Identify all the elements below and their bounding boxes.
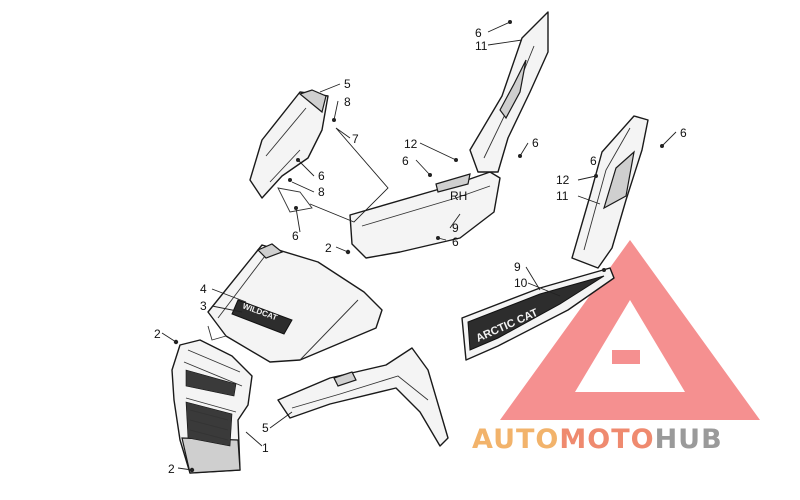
callout-numbers: 1 2 2 2 3 4 5 5 6 6 6 6 6 6 6 6 7 8 8 9 … — [154, 26, 687, 476]
callout-12: 12 — [556, 173, 570, 187]
callout-6: 6 — [680, 126, 687, 140]
callout-11: 11 — [556, 189, 569, 203]
callout-12: 12 — [404, 137, 418, 151]
callout-5: 5 — [344, 77, 351, 91]
fastener-icon — [602, 268, 606, 272]
callout-6: 6 — [452, 235, 459, 249]
callout-9: 9 — [514, 260, 521, 274]
callout-7: 7 — [352, 132, 359, 146]
callout-11: 11 — [475, 39, 488, 53]
callout-2: 2 — [168, 462, 175, 476]
watermark-part-auto: AUTO — [472, 424, 559, 455]
fastener-icon — [288, 178, 292, 182]
callout-6: 6 — [475, 26, 482, 40]
panel-small-text: RH — [450, 189, 467, 203]
callout-2: 2 — [154, 327, 161, 341]
side-skirt-part: ARCTIC CAT — [461, 267, 615, 361]
watermark-part-moto: MOTO — [559, 424, 654, 455]
callout-8: 8 — [344, 95, 351, 109]
callout-6: 6 — [318, 169, 325, 183]
upper-fender-part — [249, 89, 329, 213]
lower-fender-part — [277, 347, 449, 447]
callout-3: 3 — [200, 299, 207, 313]
watermark-logo-icon — [500, 240, 760, 420]
callout-2: 2 — [325, 241, 332, 255]
callout-6: 6 — [292, 229, 299, 243]
callout-6: 6 — [402, 154, 409, 168]
callout-1: 1 — [262, 441, 269, 455]
callout-6: 6 — [590, 154, 597, 168]
right-upright-panel-part — [571, 115, 649, 269]
svg-text:AUTOMOTOHUB: AUTOMOTOHUB — [472, 424, 723, 455]
callout-9: 9 — [452, 221, 459, 235]
callout-8: 8 — [318, 185, 325, 199]
callout-5: 5 — [262, 421, 269, 435]
center-panel-part: RH — [349, 171, 501, 259]
callout-4: 4 — [200, 282, 207, 296]
front-fascia-part — [171, 339, 253, 474]
hood-part: WILDCAT — [207, 243, 383, 363]
upright-panel-part — [469, 11, 549, 173]
watermark-part-hub: HUB — [655, 424, 723, 455]
watermark-text: AUTOMOTOHUB — [472, 424, 723, 455]
leader-lines — [161, 21, 677, 471]
callout-10: 10 — [514, 276, 528, 290]
callout-6: 6 — [532, 136, 539, 150]
